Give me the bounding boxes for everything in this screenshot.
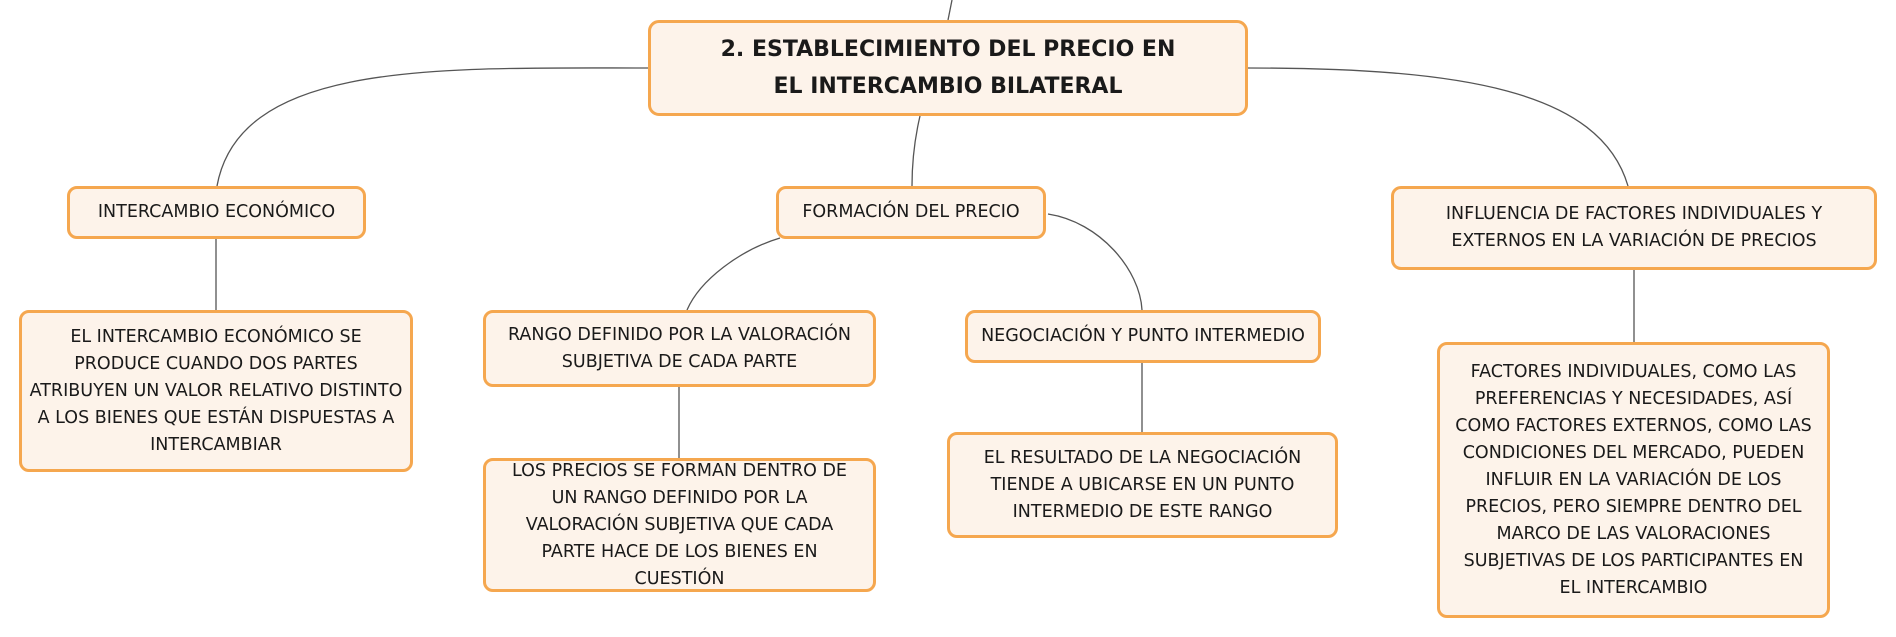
branch-intercambio-economico: INTERCAMBIO ECONÓMICO [67, 186, 366, 239]
branch-influencia-factores: INFLUENCIA DE FACTORES INDIVIDUALES Y EX… [1391, 186, 1877, 270]
connector-formacion-rango [686, 237, 781, 311]
desc-influencia-factores: FACTORES INDIVIDUALES, COMO LAS PREFEREN… [1437, 342, 1830, 618]
desc-rango-definido: LOS PRECIOS SE FORMAN DENTRO DE UN RANGO… [483, 458, 876, 592]
connector-root-intercambio [216, 67, 649, 187]
branch-formacion-del-precio: FORMACIÓN DEL PRECIO [776, 186, 1046, 239]
subbranch-negociacion-punto-intermedio: NEGOCIACIÓN Y PUNTO INTERMEDIO [965, 310, 1321, 363]
connector-root-formacion [911, 115, 921, 187]
connector-formacion-negociacion [1047, 213, 1143, 311]
desc-intercambio-economico: EL INTERCAMBIO ECONÓMICO SE PRODUCE CUAN… [19, 310, 413, 472]
desc-negociacion: EL RESULTADO DE LA NEGOCIACIÓN TIENDE A … [947, 432, 1338, 538]
connector-to-parent [947, 0, 953, 21]
root-node-title: 2. ESTABLECIMIENTO DEL PRECIO EN EL INTE… [648, 20, 1248, 116]
connector-root-influencia [1247, 67, 1629, 187]
subbranch-rango-definido: RANGO DEFINIDO POR LA VALORACIÓN SUBJETI… [483, 310, 876, 387]
